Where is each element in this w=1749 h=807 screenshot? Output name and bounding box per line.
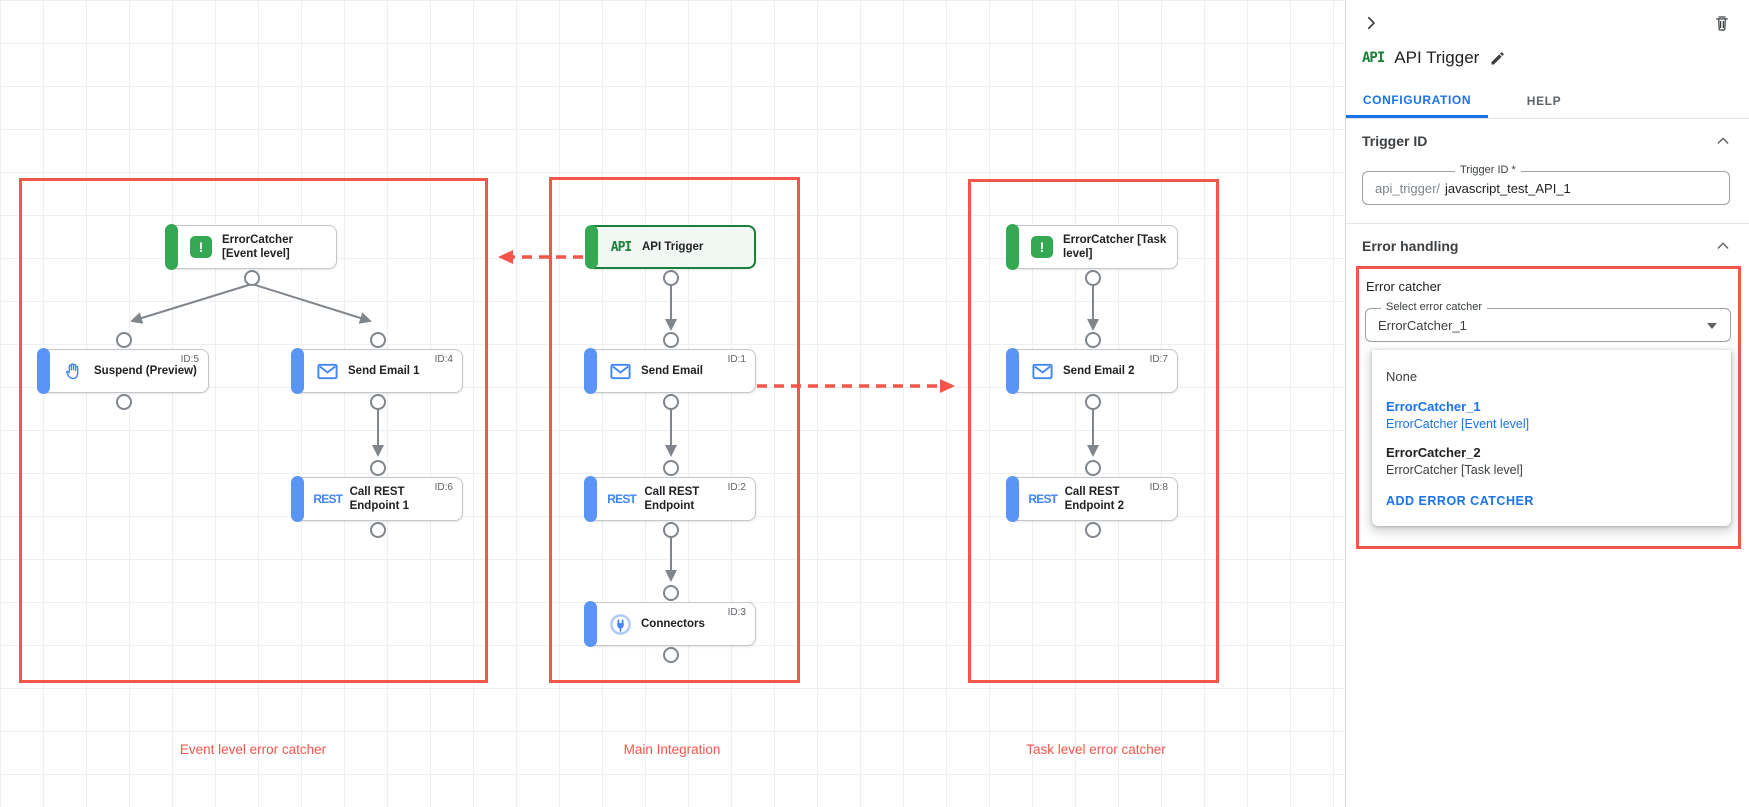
node-color-tab [584, 476, 597, 522]
node-id-badge: ID:6 [434, 482, 453, 493]
node-title: API Trigger [642, 240, 704, 253]
node-color-tab [585, 225, 598, 269]
error-catcher-dropdown-menu: None ErrorCatcher_1 ErrorCatcher [Event … [1372, 350, 1731, 526]
collapse-section-chevron-up-icon[interactable] [1715, 238, 1731, 254]
tab-help[interactable]: HELP [1526, 94, 1562, 108]
dropdown-option-none[interactable]: None [1386, 369, 1418, 384]
node-title: Send Email 1 [348, 364, 420, 377]
node-color-tab [584, 601, 597, 647]
email-icon [608, 360, 632, 383]
rest-icon: REST [607, 492, 637, 506]
node-title: Call REST Endpoint [644, 485, 700, 512]
collapse-panel-chevron-right-icon[interactable] [1362, 14, 1380, 32]
node-call-rest-endpoint-1[interactable]: REST Call REST Endpoint 1 ID:6 [291, 476, 463, 522]
node-id-badge: ID:8 [1149, 482, 1168, 493]
node-api-trigger[interactable]: API API Trigger [585, 225, 756, 269]
error-catcher-highlight-box: Error catcher Select error catcher Error… [1356, 266, 1741, 549]
error-handling-heading: Error handling [1362, 238, 1459, 254]
select-error-catcher[interactable]: Select error catcher ErrorCatcher_1 [1365, 301, 1731, 342]
task-level-group-label: Task level error catcher [1026, 742, 1166, 757]
node-color-tab [1006, 348, 1019, 394]
node-send-email-1[interactable]: Send Email 1 ID:4 [291, 348, 463, 394]
node-title: Send Email [641, 364, 703, 377]
event-level-group-label: Event level error catcher [179, 742, 327, 757]
integration-canvas[interactable]: ! ErrorCatcher [Event level] Suspend (Pr… [0, 0, 1345, 807]
node-color-tab [37, 348, 50, 394]
main-integration-group-box [549, 177, 800, 683]
main-integration-group-label: Main Integration [623, 742, 721, 757]
node-id-badge: ID:7 [1149, 354, 1168, 365]
port-circles[interactable] [116, 270, 1101, 663]
node-id-badge: ID:3 [727, 607, 746, 618]
node-suspend-preview[interactable]: Suspend (Preview) ID:5 [37, 348, 209, 394]
error-catcher-icon: ! [1030, 236, 1054, 258]
node-title: Send Email 2 [1063, 364, 1135, 377]
connector-wires [116, 250, 1101, 663]
node-id-badge: ID:2 [727, 482, 746, 493]
rest-icon: REST [1028, 492, 1058, 506]
error-catcher-arrows [498, 250, 955, 393]
error-handling-section: Error handling [1346, 224, 1749, 262]
tab-configuration[interactable]: CONFIGURATION [1346, 84, 1488, 118]
email-icon [1030, 360, 1054, 383]
dropdown-option-errorcatcher-1[interactable]: ErrorCatcher_1 ErrorCatcher [Event level… [1386, 399, 1530, 431]
node-title: Connectors [641, 617, 705, 630]
trigger-id-field[interactable]: Trigger ID * api_trigger/ javascript_tes… [1362, 164, 1730, 205]
node-title: Call REST Endpoint 2 [1064, 485, 1125, 512]
node-send-email-2[interactable]: Send Email 2 ID:7 [1006, 348, 1178, 394]
node-id-badge: ID:5 [180, 354, 199, 365]
node-color-tab [291, 476, 304, 522]
node-errorcatcher-task-level[interactable]: ! ErrorCatcher [Task level] [1006, 224, 1178, 270]
trigger-id-heading: Trigger ID [1362, 133, 1428, 149]
node-title: Call REST Endpoint 1 [349, 485, 410, 512]
edge-lines [130, 283, 1099, 582]
node-id-badge: ID:1 [727, 354, 746, 365]
node-color-tab [291, 348, 304, 394]
node-call-rest-endpoint[interactable]: REST Call REST Endpoint ID:2 [584, 476, 756, 522]
panel-title: API Trigger [1394, 48, 1480, 67]
config-panel: API API Trigger CONFIGURATION HELP Trigg… [1345, 0, 1749, 807]
select-error-catcher-value: ErrorCatcher_1 [1378, 317, 1467, 333]
error-catcher-label: Error catcher [1366, 279, 1442, 294]
node-color-tab [165, 224, 178, 270]
trigger-id-field-label: Trigger ID * [1455, 164, 1521, 176]
api-trigger-badge-icon: API [1362, 50, 1385, 66]
suspend-hand-icon [61, 361, 85, 382]
node-color-tab [1006, 224, 1019, 270]
email-icon [315, 360, 339, 383]
task-level-group-box [968, 179, 1219, 683]
node-errorcatcher-event-level[interactable]: ! ErrorCatcher [Event level] [165, 224, 337, 270]
connectors-icon [608, 613, 632, 636]
rest-icon: REST [313, 492, 343, 506]
event-level-group-box [19, 178, 488, 683]
node-connectors[interactable]: Connectors ID:3 [584, 601, 756, 647]
select-error-catcher-label: Select error catcher [1381, 301, 1487, 313]
node-title: ErrorCatcher [Event level] [222, 233, 293, 260]
node-color-tab [584, 348, 597, 394]
section-divider [1346, 223, 1749, 224]
trigger-id-prefix: api_trigger/ [1375, 180, 1441, 196]
node-call-rest-endpoint-2[interactable]: REST Call REST Endpoint 2 ID:8 [1006, 476, 1178, 522]
node-color-tab [1006, 476, 1019, 522]
panel-tabs: CONFIGURATION HELP [1346, 84, 1749, 119]
collapse-section-chevron-up-icon[interactable] [1715, 133, 1731, 149]
dropdown-caret-icon [1707, 323, 1717, 329]
node-send-email[interactable]: Send Email ID:1 [584, 348, 756, 394]
dropdown-option-errorcatcher-2[interactable]: ErrorCatcher_2 ErrorCatcher [Task level] [1386, 445, 1523, 477]
api-icon: API [610, 239, 633, 255]
error-catcher-icon: ! [189, 236, 213, 258]
trigger-id-value: javascript_test_API_1 [1445, 180, 1571, 196]
trigger-id-section: Trigger ID Trigger ID * api_trigger/ jav… [1346, 119, 1749, 223]
node-title: ErrorCatcher [Task level] [1063, 233, 1167, 260]
node-id-badge: ID:4 [434, 354, 453, 365]
edit-pencil-icon[interactable] [1489, 50, 1506, 67]
add-error-catcher-button[interactable]: ADD ERROR CATCHER [1386, 494, 1534, 508]
node-title: Suspend (Preview) [94, 364, 197, 377]
delete-trash-icon[interactable] [1713, 14, 1731, 32]
